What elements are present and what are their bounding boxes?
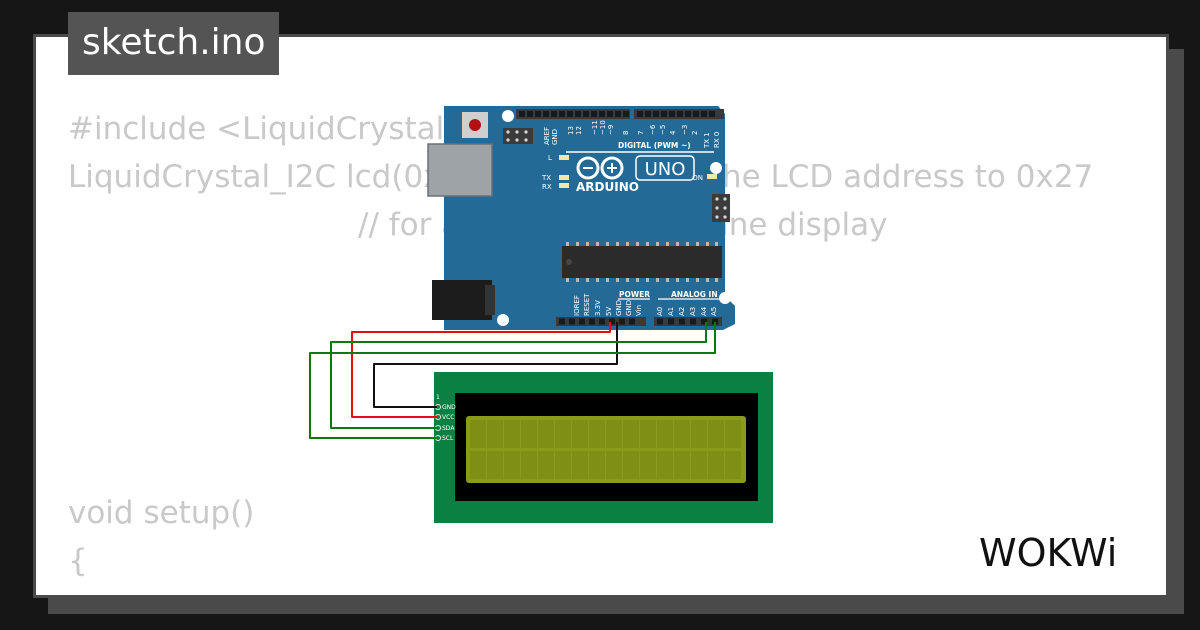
pin-label-a2: A2 [678, 307, 686, 316]
pin-label-10: ~10 [599, 120, 607, 135]
wokwi-logo[interactable]: WOKWi [976, 526, 1150, 578]
pin-label-rx0: RX 0 [713, 132, 721, 148]
pin-label-gnd1: GND [615, 300, 623, 316]
pin-label-3: ~3 [681, 125, 689, 135]
filename-tab[interactable]: sketch.ino [68, 12, 280, 75]
pin-label-gnd2: GND [625, 300, 633, 316]
pin-label-3v3: 3.3V [594, 300, 602, 316]
analog-pin-header[interactable] [654, 317, 722, 326]
pin-label-5v: 5V [605, 307, 613, 316]
pin-label-reset: RESET [583, 293, 591, 316]
uno-label-box [635, 155, 695, 181]
icsp-header-right [712, 194, 730, 222]
arduino-uno-board[interactable]: AREF GND 13 12 ~11 ~10 ~9 8 7 ~6 ~5 4 ~3… [427, 106, 735, 330]
pin-label-a1: A1 [667, 307, 675, 316]
pin-label-4: 4 [669, 130, 677, 135]
pin-label-vin: Vin [635, 305, 643, 316]
pin-label-aref: AREF [543, 127, 551, 145]
lcd-pin-scl-label: SCL [442, 435, 454, 442]
pin-label-a3: A3 [689, 307, 697, 316]
wokwi-logo-text: WOKWi [979, 531, 1117, 575]
pin-label-5: ~5 [659, 125, 667, 135]
lcd-pin-sda-label: SDA [442, 425, 455, 432]
code-line-brace: { [68, 543, 88, 579]
lcd-module[interactable]: 1 GND VCC SDA SCL [434, 372, 773, 523]
lcd-character-grid [470, 420, 741, 479]
pin-label-2: 2 [691, 131, 699, 135]
pin-label-11: ~11 [591, 120, 599, 135]
pin-label-6: ~6 [649, 124, 657, 135]
pin-label-8: 8 [622, 131, 630, 135]
icsp-header-top [503, 128, 533, 144]
wire-gnd[interactable] [373, 322, 618, 408]
board-mounting-holes [497, 110, 731, 326]
code-line-setup: void setup() [68, 495, 255, 531]
pin-label-a4: A4 [700, 306, 708, 316]
pin-label-a0: A0 [656, 307, 664, 316]
wire-sda[interactable] [330, 322, 707, 429]
pin-label-gnd: GND [551, 129, 559, 145]
arduino-infinity-icon [576, 156, 624, 180]
pin-label-a5: A5 [710, 307, 718, 316]
reset-button-cap [469, 119, 481, 131]
led-label-tx: TX [541, 174, 551, 182]
wire-scl[interactable] [309, 322, 716, 439]
pin-label-ioref: IOREF [573, 295, 581, 316]
power-pin-header[interactable] [556, 317, 646, 326]
led-label-rx: RX [542, 183, 552, 191]
digital-pin-header[interactable] [516, 109, 724, 119]
power-jack-tip [485, 285, 495, 315]
digital-header-label: DIGITAL (PWM ~) [618, 141, 691, 150]
pin-label-tx1: TX 1 [703, 132, 711, 149]
usb-port [427, 143, 493, 197]
lcd-pin-vcc-label: VCC [442, 414, 454, 421]
pin-label-9: ~9 [607, 125, 615, 135]
lcd-pin-gnd-label: GND [442, 404, 456, 411]
led-label-l: L [548, 154, 552, 162]
led-label-on: ON [692, 174, 703, 182]
pin-label-7: 7 [637, 131, 645, 135]
analog-header-label: ANALOG IN [671, 290, 718, 299]
arduino-brand-label: ARDUINO [576, 180, 639, 194]
atmega-chip [562, 242, 722, 282]
power-header-label: POWER [619, 290, 650, 299]
status-leds [559, 155, 717, 188]
power-jack [432, 280, 492, 320]
lcd-pin1-label: 1 [436, 394, 440, 401]
pin-label-12: 12 [575, 126, 583, 135]
uno-model-label: UNO [645, 159, 686, 180]
pin-label-13: 13 [567, 126, 575, 135]
wire-vcc[interactable] [351, 322, 611, 418]
